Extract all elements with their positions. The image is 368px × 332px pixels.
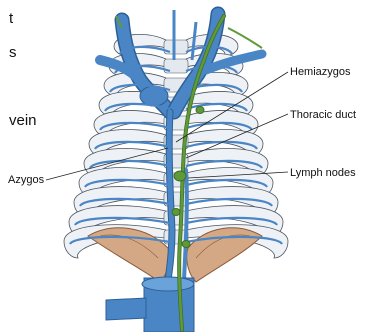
side-text-fragment-1: t [9,10,14,27]
side-text-fragment-2: s [9,44,17,61]
label-thoracic-duct: Thoracic duct [290,109,356,121]
label-lymph-nodes: Lymph nodes [290,167,356,179]
label-azygos: Azygos [8,174,45,186]
label-hemiazygos: Hemiazygos [290,66,351,78]
side-text-fragment-3: vein [9,112,37,129]
